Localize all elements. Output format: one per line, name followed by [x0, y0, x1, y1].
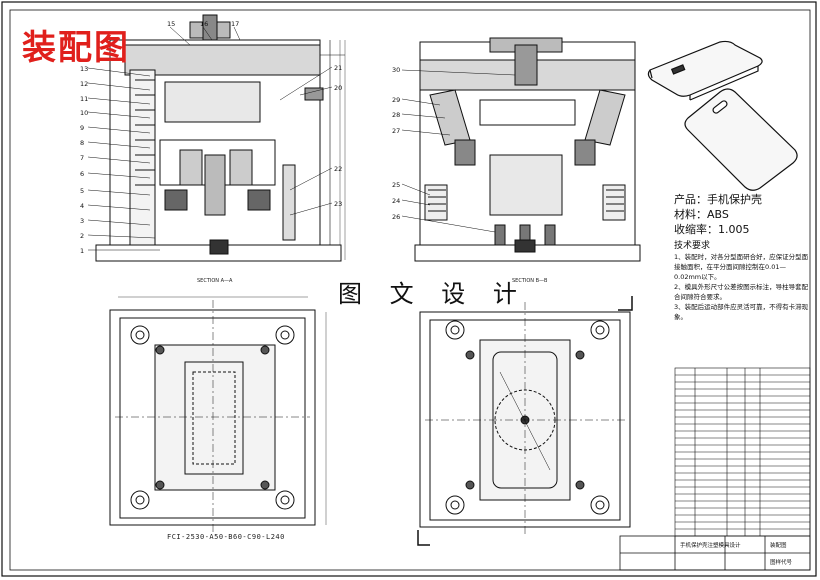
section-a-caption: SECTION A—A: [197, 278, 233, 284]
leader-number: 10: [80, 109, 89, 117]
leader-number: 1: [80, 247, 85, 255]
material-name: 材料：ABS: [674, 208, 729, 221]
leader-number: 30: [392, 66, 401, 74]
leader-number: 3: [80, 217, 85, 225]
tech-item-3: 3、装配后运动部件应灵活可靠，不得有卡滞现象。: [674, 303, 809, 321]
tech-requirements-title: 技术要求: [674, 241, 711, 251]
dimension-lines: [118, 40, 346, 525]
title-block-name: 手机保护壳注塑模具设计: [680, 543, 741, 549]
leader-number: 26: [392, 213, 401, 221]
leader-number: 4: [80, 202, 85, 210]
section-b-leaders: [401, 69, 516, 233]
leader-number: 24: [392, 197, 401, 205]
tech-item-1: 1、装配时，对各分型面研合好，应保证分型面接触面积，在平分面间隙控制在0.01—…: [674, 253, 809, 281]
leader-number: 28: [392, 111, 401, 119]
leader-number: 6: [80, 170, 85, 178]
sheet-inner-border: [9, 9, 811, 571]
parts-list: [674, 367, 811, 537]
leader-number: 21: [334, 64, 343, 72]
product-name: 产品：手机保护壳: [674, 193, 762, 206]
title-block-code: 图样代号: [770, 560, 793, 566]
product-sketch: [647, 40, 798, 191]
leader-number: 13: [80, 65, 89, 73]
plan-view-b: [417, 296, 633, 546]
leader-number: 9: [80, 124, 85, 132]
section-a-leaders: [87, 26, 333, 251]
leader-number: 27: [392, 127, 401, 135]
leader-number: 29: [392, 96, 401, 104]
shrinkage-rate: 收缩率：1.005: [674, 223, 750, 236]
leader-number: 17: [231, 20, 240, 28]
leader-number: 8: [80, 139, 85, 147]
mold-base-spec: FCI-2530-A50-B60-C90-L240: [167, 533, 285, 541]
section-b-view: [414, 37, 641, 262]
technical-notes: 产品：手机保护壳 材料：ABS 收缩率：1.005 技术要求 1、装配时，对各分…: [674, 192, 809, 322]
section-a-view: [95, 14, 345, 262]
leader-number: 23: [334, 200, 343, 208]
plan-view-a: [109, 300, 316, 535]
title-block: [619, 535, 811, 571]
section-b-caption: SECTION B—B: [512, 278, 548, 284]
title-block-drawing: 装配图: [770, 543, 787, 549]
leader-number: 11: [80, 95, 89, 103]
tech-item-2: 2、模具外形尺寸公差按图示标注，导柱导套配合间隙符合要求。: [674, 283, 809, 301]
leader-number: 12: [80, 80, 89, 88]
leader-number: 7: [80, 154, 85, 162]
leader-number: 22: [334, 165, 343, 173]
design-studio-title: 图 文 设 计: [338, 280, 527, 308]
assembly-drawing-stamp: 装配图: [22, 28, 130, 68]
leader-number: 20: [334, 84, 343, 92]
leader-number: 2: [80, 232, 85, 240]
leader-number: 25: [392, 181, 401, 189]
leader-number: 16: [200, 20, 209, 28]
leader-number: 5: [80, 187, 85, 195]
leader-number: 15: [167, 20, 176, 28]
